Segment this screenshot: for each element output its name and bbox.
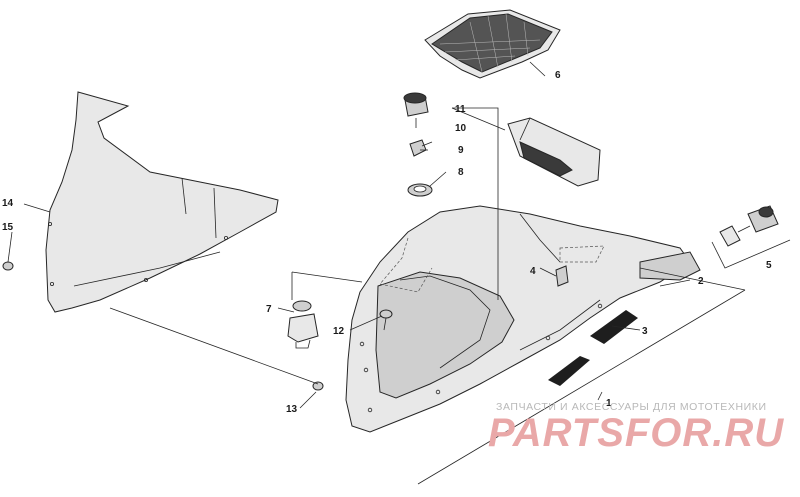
decal-part-3 [548,310,638,386]
storage-net-part-6 [424,9,561,79]
callout-12: 12 [333,326,345,337]
watermark-tagline: ЗАПЧАСТИ И АКСЕССУАРЫ ДЛЯ МОТОТЕХНИКИ [496,401,767,413]
grommet-part-8 [407,183,433,197]
callout-4: 4 [530,266,536,277]
leader-lines [7,61,791,485]
callout-labels: 1 2 3 4 5 6 7 8 9 10 11 12 13 14 15 [2,70,772,415]
hood-part-1 [345,205,691,433]
callout-11: 11 [455,104,466,115]
callout-14: 14 [2,198,14,209]
rivet-part-13 [312,381,324,391]
callout-15: 15 [2,222,14,233]
screw-part-4 [555,265,569,287]
ignition-cap-part-10 [403,92,429,117]
watermark: ЗАПЧАСТИ И АКСЕССУАРЫ ДЛЯ МОТОТЕХНИКИ PA… [488,401,784,455]
watermark-brand: PARTSFOR.RU [488,411,784,455]
trim-part-2 [639,251,701,281]
callout-8: 8 [458,167,464,178]
screw-part-15 [2,261,14,271]
callout-6: 6 [555,70,561,81]
power-outlet-part-5 [719,205,779,247]
callout-2: 2 [698,276,704,287]
socket-part-7 [287,300,319,349]
callout-1: 1 [606,398,612,409]
windshield-part-14 [45,91,279,313]
callout-3: 3 [642,326,648,337]
screw-part-12 [379,309,393,331]
callout-13: 13 [286,404,298,415]
housing-part-11 [507,117,601,187]
callout-9: 9 [458,145,464,156]
callout-7: 7 [266,304,272,315]
callout-5: 5 [766,260,772,271]
key-part-9 [409,139,433,157]
callout-10: 10 [455,123,467,134]
